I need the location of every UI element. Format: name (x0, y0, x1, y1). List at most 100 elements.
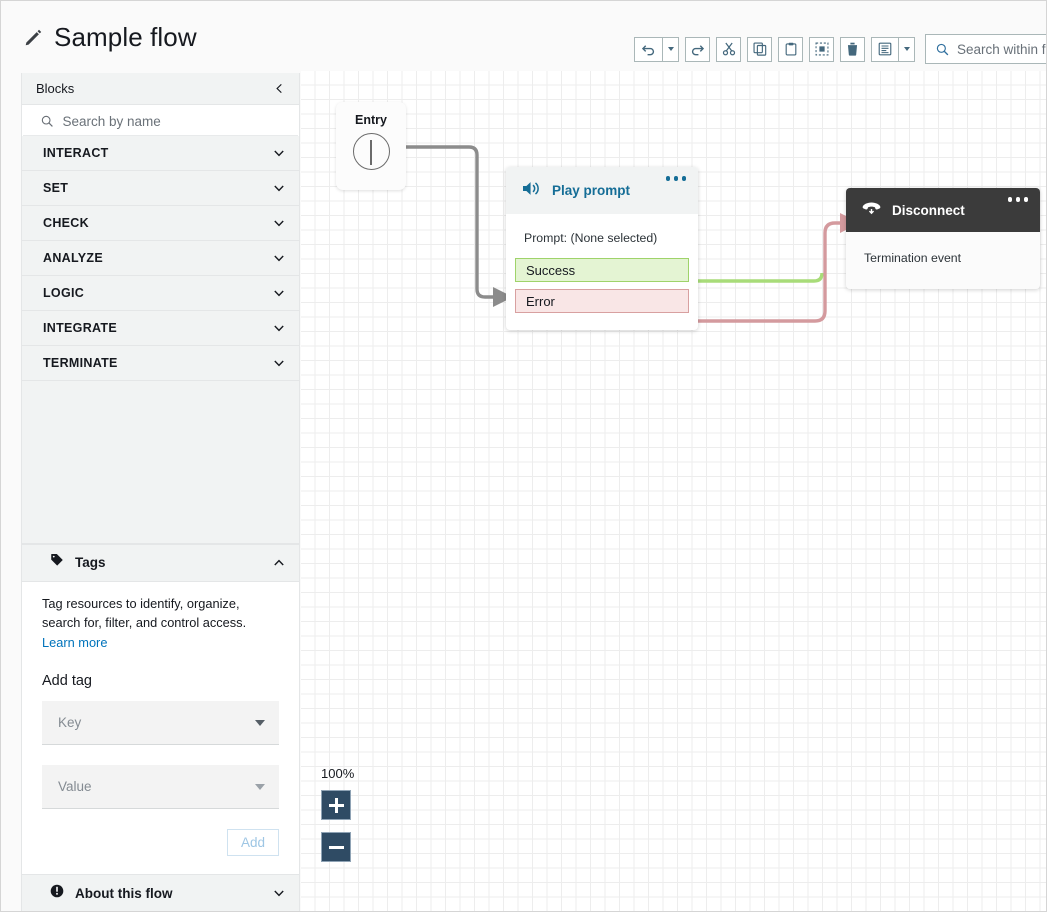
undo-dropdown-button[interactable] (662, 36, 679, 62)
tag-value-select[interactable]: Value (42, 765, 279, 809)
pencil-icon[interactable] (24, 28, 43, 47)
page-title: Sample flow (54, 22, 197, 52)
undo-button[interactable] (634, 36, 662, 62)
plus-icon-vertical (335, 798, 338, 813)
flow-canvas[interactable]: Entry Play prompt Prompt: (None selected… (301, 71, 1046, 911)
search-icon (41, 116, 53, 128)
search-icon (936, 43, 949, 55)
paste-button[interactable] (778, 36, 803, 62)
about-title: About this flow (75, 885, 173, 901)
more-options-icon[interactable] (1007, 197, 1028, 202)
chevron-down-icon (273, 147, 285, 159)
entry-label: Entry (355, 113, 387, 127)
tag-value-placeholder: Value (58, 779, 92, 794)
list-dropdown-button[interactable] (898, 36, 915, 62)
sidebar-item-integrate[interactable]: INTEGRATE (22, 311, 299, 346)
blocks-panel-title: Blocks (36, 81, 75, 96)
connection-edges (373, 145, 860, 330)
play-prompt-footer (506, 313, 698, 330)
chevron-down-icon (273, 357, 285, 369)
zoom-in-button[interactable] (321, 790, 351, 820)
add-tag-button[interactable]: Add (226, 829, 279, 856)
sidebar-search-placeholder: Search by name (62, 114, 161, 129)
chevron-down-icon (273, 887, 285, 899)
sidebar-item-analyze[interactable]: ANALYZE (22, 241, 299, 276)
category-label: INTEGRATE (43, 321, 117, 335)
redo-button[interactable] (685, 36, 710, 62)
chevron-up-icon (273, 557, 285, 569)
category-label: ANALYZE (43, 251, 103, 265)
sidebar-item-terminate[interactable]: TERMINATE (22, 346, 299, 381)
minus-icon (329, 846, 344, 849)
port-success[interactable]: Success (515, 258, 689, 282)
phone-hangup-icon (862, 200, 881, 220)
category-label: TERMINATE (43, 356, 118, 370)
node-disconnect[interactable]: Disconnect Termination event (846, 188, 1040, 289)
layout-group (871, 36, 921, 62)
category-label: CHECK (43, 216, 89, 230)
tags-description-text: Tag resources to identify, organize, sea… (42, 595, 247, 631)
sidebar-search-input[interactable]: Search by name (23, 108, 298, 136)
disconnect-body: Termination event (846, 232, 1040, 289)
cut-button[interactable] (716, 36, 741, 62)
tag-icon (50, 553, 64, 572)
speaker-icon (522, 180, 541, 202)
learn-more-link[interactable]: Learn more (42, 635, 108, 651)
delete-button[interactable] (840, 36, 865, 62)
zoom-controls: 100% (321, 766, 354, 874)
node-entry[interactable]: Entry (336, 102, 406, 190)
flow-title-group: Sample flow (24, 24, 197, 50)
chevron-down-icon (273, 322, 285, 334)
editor-toolbar: Search within f (634, 34, 1046, 64)
add-tag-heading: Add tag (42, 673, 92, 689)
disconnect-body-text: Termination event (864, 251, 962, 265)
port-error-label: Error (526, 293, 555, 309)
chevron-down-icon (273, 287, 285, 299)
page-header: Sample flow (1, 1, 1046, 73)
chevron-down-icon (273, 182, 285, 194)
play-prompt-body-text: Prompt: (None selected) (524, 231, 658, 245)
chevron-down-icon (255, 783, 265, 790)
sidebar-item-logic[interactable]: LOGIC (22, 276, 299, 311)
node-play-prompt[interactable]: Play prompt Prompt: (None selected) Succ… (506, 167, 698, 330)
tags-panel: Tags Tag resources to identify, organize… (22, 543, 299, 856)
blocks-panel-header: Blocks (22, 73, 299, 105)
select-all-button[interactable] (809, 36, 834, 62)
tags-description: Tag resources to identify, organize, sea… (42, 594, 279, 653)
undo-group (634, 36, 685, 62)
search-within-flow-field[interactable]: Search within f (925, 34, 1046, 64)
port-error[interactable]: Error (515, 289, 689, 313)
search-within-placeholder: Search within f (957, 41, 1046, 57)
play-prompt-body: Prompt: (None selected) (506, 214, 698, 258)
play-prompt-header: Play prompt (506, 167, 698, 214)
block-category-list: INTERACT SET CHECK ANALYZE LOGIC INTEGRA… (22, 136, 299, 381)
chevron-down-icon (903, 47, 910, 51)
sidebar-item-set[interactable]: SET (22, 171, 299, 206)
tag-key-placeholder: Key (58, 715, 82, 730)
chevron-left-icon[interactable] (274, 83, 285, 94)
zoom-out-button[interactable] (321, 832, 351, 862)
chevron-down-icon (273, 252, 285, 264)
category-label: INTERACT (43, 146, 109, 160)
port-success-label: Success (526, 262, 576, 278)
sidebar-item-interact[interactable]: INTERACT (22, 136, 299, 171)
tag-key-select[interactable]: Key (42, 701, 279, 745)
tags-panel-header[interactable]: Tags (22, 543, 299, 582)
play-prompt-title: Play prompt (552, 183, 631, 198)
add-tag-row: Add (22, 809, 299, 856)
list-button[interactable] (871, 36, 898, 62)
info-icon (50, 884, 64, 903)
disconnect-header: Disconnect (846, 188, 1040, 232)
more-options-icon[interactable] (665, 176, 686, 181)
category-label: SET (43, 181, 69, 195)
tags-title: Tags (75, 555, 106, 571)
chevron-down-icon (255, 719, 265, 726)
tags-body: Tag resources to identify, organize, sea… (22, 581, 299, 809)
copy-button[interactable] (747, 36, 772, 62)
sidebar-item-check[interactable]: CHECK (22, 206, 299, 241)
sidebar-empty-space (22, 381, 299, 544)
blocks-sidebar: Blocks Search by name INTERACT SET CHECK (21, 73, 300, 911)
entry-port-icon (352, 133, 390, 170)
about-this-flow-section[interactable]: About this flow (22, 874, 299, 911)
